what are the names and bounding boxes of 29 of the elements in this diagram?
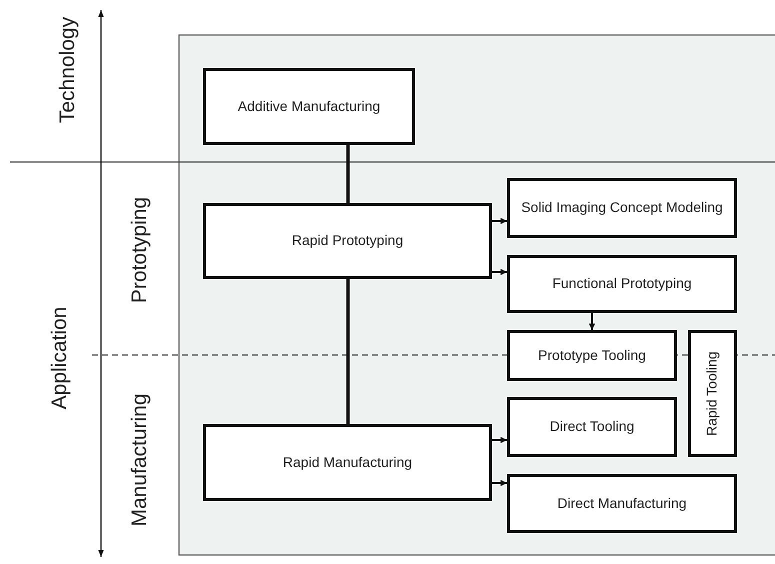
node-label: Rapid Manufacturing bbox=[282, 454, 414, 472]
arrow bbox=[492, 218, 507, 224]
node-label: Direct Manufacturing bbox=[556, 494, 688, 512]
node-label: Solid Imaging Concept Modeling bbox=[520, 199, 724, 217]
process-box bbox=[203, 203, 492, 279]
axis-label: Manufacturing bbox=[128, 393, 152, 527]
node-label: Functional Prototyping bbox=[551, 275, 693, 293]
process-box bbox=[507, 255, 737, 313]
arrow bbox=[492, 436, 507, 444]
arrow bbox=[492, 480, 507, 486]
connector-line bbox=[346, 279, 350, 424]
axis-label: Prototyping bbox=[128, 196, 152, 304]
process-box bbox=[203, 68, 415, 145]
node-label: Additive Manufacturing bbox=[236, 98, 382, 116]
process-box bbox=[688, 330, 737, 457]
connector-line bbox=[346, 145, 350, 203]
node-label: Direct Tooling bbox=[548, 418, 636, 436]
arrow bbox=[588, 313, 596, 330]
process-box bbox=[507, 397, 677, 457]
process-box bbox=[507, 330, 677, 381]
process-box bbox=[507, 178, 737, 238]
axis-label: Technology bbox=[56, 16, 80, 124]
node-label: Prototype Tooling bbox=[537, 346, 647, 364]
process-box bbox=[203, 424, 492, 501]
axis-label: Application bbox=[48, 306, 72, 410]
process-box bbox=[507, 474, 737, 533]
node-label: Rapid Prototyping bbox=[290, 232, 404, 250]
node-label: Rapid Tooling bbox=[704, 350, 721, 438]
arrow bbox=[492, 268, 507, 276]
